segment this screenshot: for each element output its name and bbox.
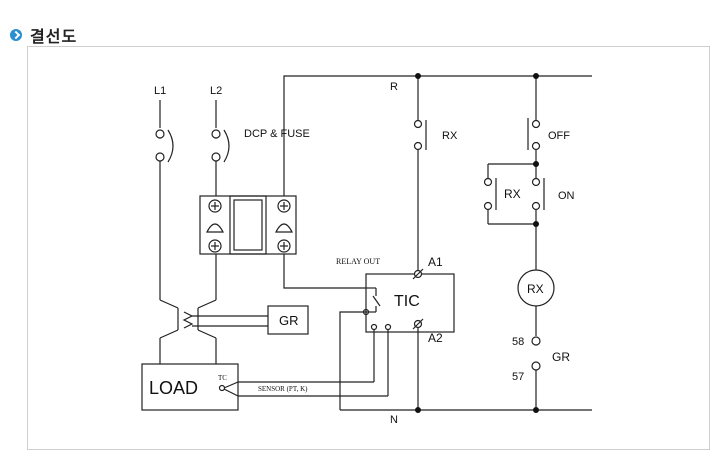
label-fuse: DCP & FUSE (244, 128, 310, 140)
label-sensor: SENSOR (PT, K) (258, 385, 308, 393)
label-tic: TIC (394, 293, 420, 310)
tic-controller (365, 273, 455, 333)
label-a1: A1 (428, 255, 443, 269)
section-header: 결선도 (10, 24, 77, 46)
label-a2: A2 (428, 331, 443, 345)
rx-hold-contact (483, 164, 497, 224)
terminal-a2 (412, 318, 424, 330)
thermocouple-wires (218, 323, 392, 397)
label-on: ON (558, 190, 575, 202)
gr-lamp (531, 336, 541, 410)
label-gr-box: GR (279, 313, 299, 328)
diagram-frame (27, 46, 710, 450)
label-tc: TC (218, 374, 227, 382)
chevron-right-icon (10, 29, 22, 41)
terminal-a1 (412, 268, 424, 280)
fuse-l1 (155, 100, 174, 300)
label-57: 57 (512, 371, 524, 383)
off-switch (527, 76, 541, 164)
label-rx-contact: RX (442, 130, 458, 142)
label-l1: L1 (154, 85, 166, 97)
junction-dots (415, 73, 539, 413)
gr-box (267, 305, 309, 335)
ssr-to-relay-wire (283, 254, 366, 289)
line-r (283, 75, 592, 196)
section-title: 결선도 (30, 29, 78, 46)
label-58: 58 (512, 336, 524, 348)
label-load: LOAD (149, 378, 198, 398)
label-rx-hold: RX (504, 187, 521, 201)
label-relay-out: RELAY OUT (336, 257, 380, 266)
on-switch (531, 164, 545, 224)
label-n: N (390, 414, 398, 426)
label-l2: L2 (210, 85, 222, 97)
load-box (141, 363, 239, 411)
label-r: R (390, 81, 398, 93)
current-transformer (159, 299, 268, 364)
ssr-module (199, 195, 297, 255)
label-off: OFF (548, 130, 570, 142)
fuse-l2 (211, 100, 230, 300)
relay-out-return-wire (339, 311, 366, 410)
rx-contact (413, 76, 427, 270)
label-rx-coil: RX (527, 282, 544, 296)
label-gr-lamp: GR (552, 350, 570, 364)
